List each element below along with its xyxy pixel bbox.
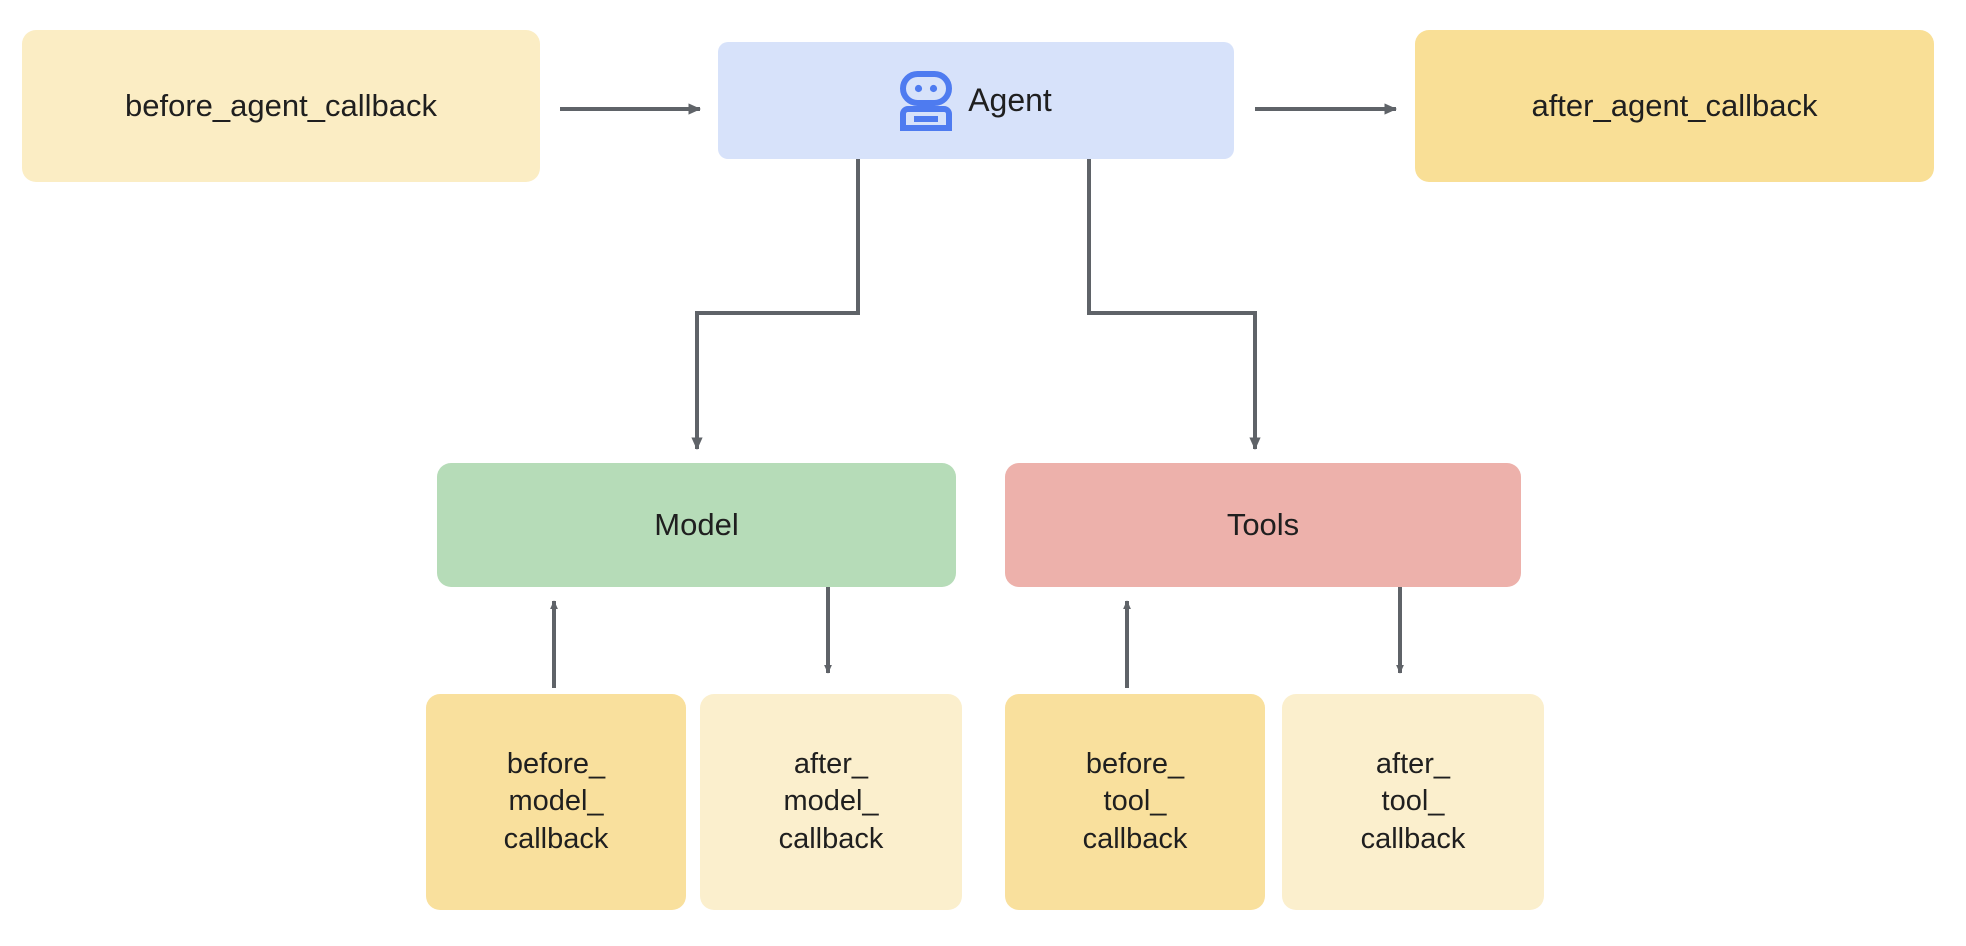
node-agent-label: Agent — [968, 82, 1052, 119]
node-after-agent-callback[interactable]: after_agent_callback — [1415, 30, 1934, 182]
node-before-model-callback[interactable]: before_ model_ callback — [426, 694, 686, 910]
node-before-model-callback-label: before_ model_ callback — [503, 748, 609, 855]
node-after-tool-callback-label: after_ tool_ callback — [1360, 748, 1466, 855]
node-model-label: Model — [654, 507, 739, 543]
node-after-agent-callback-label: after_agent_callback — [1531, 88, 1818, 124]
node-before-tool-callback[interactable]: before_ tool_ callback — [1005, 694, 1265, 910]
node-before-agent-callback[interactable]: before_agent_callback — [22, 30, 540, 182]
edge-agent-to-tools — [1087, 159, 1261, 450]
node-tools-label: Tools — [1226, 507, 1300, 543]
node-after-model-callback[interactable]: after_ model_ callback — [700, 694, 962, 910]
node-after-model-callback-label: after_ model_ callback — [778, 748, 884, 855]
node-before-tool-callback-label: before_ tool_ callback — [1082, 748, 1188, 855]
edge-agent-to-model — [691, 159, 860, 450]
node-model[interactable]: Model — [437, 463, 956, 587]
node-agent[interactable]: Agent — [718, 42, 1234, 159]
node-before-agent-callback-label: before_agent_callback — [125, 88, 437, 124]
robot-icon — [900, 70, 953, 131]
node-tools[interactable]: Tools — [1005, 463, 1521, 587]
node-after-tool-callback[interactable]: after_ tool_ callback — [1282, 694, 1544, 910]
